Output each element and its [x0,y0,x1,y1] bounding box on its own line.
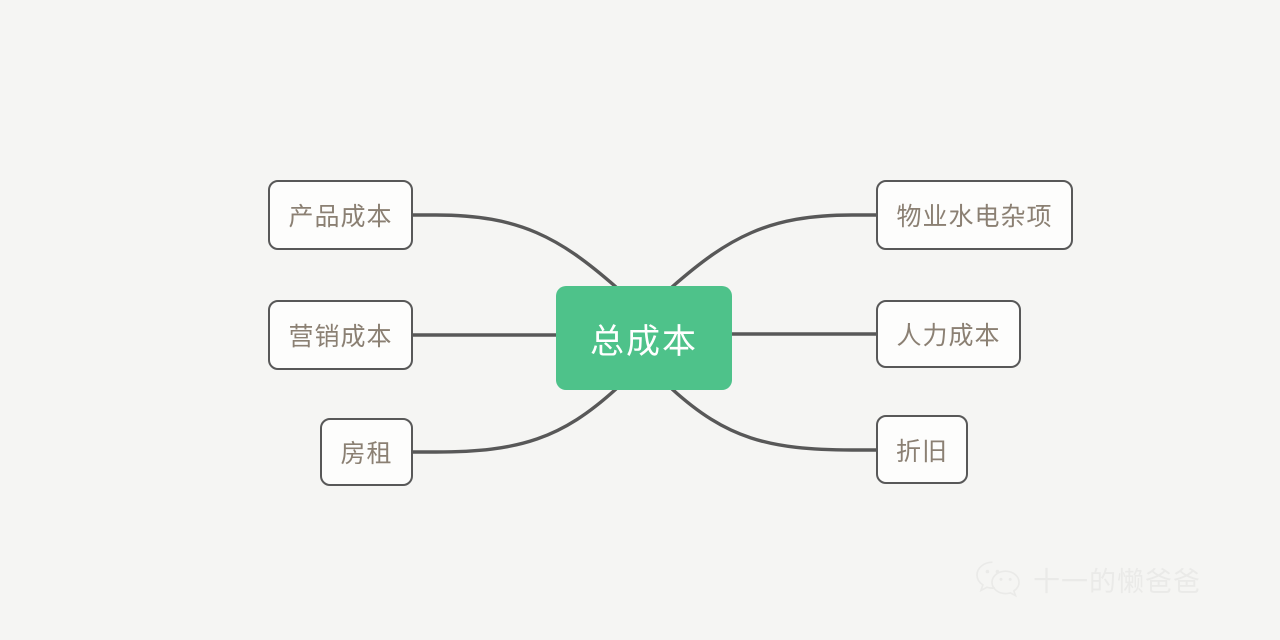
connector-utilities [670,213,878,289]
mindmap-node-labor[interactable]: 人力成本 [876,300,1021,368]
mindmap-node-utilities[interactable]: 物业水电杂项 [876,180,1073,250]
mindmap-node-rent[interactable]: 房租 [320,418,413,486]
mindmap-node-depreciation[interactable]: 折旧 [876,415,968,484]
connector-product [410,213,618,289]
node-label: 营销成本 [288,322,393,351]
node-label: 人力成本 [896,321,1001,350]
root-node-label: 总成本 [590,321,698,362]
mindmap-node-marketing[interactable]: 营销成本 [268,300,413,370]
mindmap-node-product[interactable]: 产品成本 [268,180,413,250]
connector-depreciation [670,387,878,452]
watermark-text: 十一的懒爸爸 [1033,566,1201,598]
node-label: 产品成本 [288,202,393,231]
node-label: 房租 [340,439,393,468]
wechat-icon [976,561,1020,598]
node-label: 物业水电杂项 [896,202,1053,231]
connector-rent [411,387,618,454]
watermark: 十一的懒爸爸 [975,555,1201,603]
node-label: 折旧 [895,436,948,466]
mindmap-root-node[interactable]: 总成本 [556,286,732,390]
